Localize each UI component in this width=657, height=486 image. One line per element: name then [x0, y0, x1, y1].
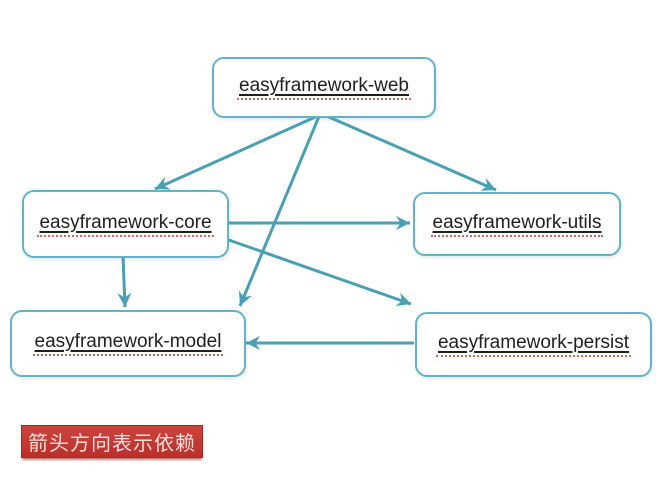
node-label: easyframework-web [237, 75, 411, 100]
node-easyframework-utils: easyframework-utils [413, 192, 621, 256]
node-label: easyframework-persist [435, 332, 632, 357]
node-easyframework-web: easyframework-web [212, 57, 436, 118]
node-easyframework-persist: easyframework-persist [415, 312, 652, 377]
node-label: easyframework-utils [430, 212, 604, 237]
edge-core-to-persist [225, 237, 412, 306]
edge-web-to-utils [321, 112, 497, 192]
edge-web-to-model [238, 113, 322, 307]
node-label: easyframework-model [32, 331, 224, 356]
node-easyframework-model: easyframework-model [10, 310, 246, 377]
edge-core-to-model [117, 255, 132, 308]
node-easyframework-core: easyframework-core [22, 190, 229, 258]
node-label: easyframework-core [37, 212, 214, 237]
legend-note: 箭头方向表示依赖 [21, 425, 203, 458]
edge-web-to-core [154, 112, 323, 191]
legend-text: 箭头方向表示依赖 [28, 433, 196, 455]
